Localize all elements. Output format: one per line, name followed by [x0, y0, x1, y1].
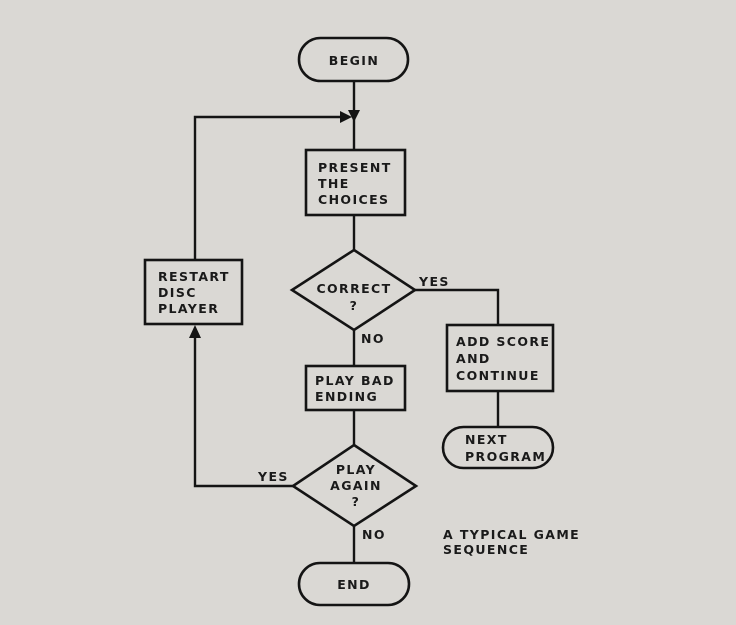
node-present-line-1: PRESENT	[318, 160, 392, 175]
edge-label-correct-no: NO	[361, 331, 385, 346]
node-begin: BEGIN	[297, 36, 410, 83]
process-shape	[304, 364, 407, 412]
node-present-line-3: CHOICES	[318, 192, 389, 207]
figure-caption: A TYPICAL GAME SEQUENCE	[443, 527, 580, 557]
node-begin-label: BEGIN	[329, 53, 379, 68]
terminal-shape	[441, 425, 555, 470]
node-restart-disc-player: RESTART DISC PLAYER	[143, 258, 244, 326]
terminal-shape	[297, 561, 411, 607]
node-next-program: NEXT PROGRAM	[441, 425, 555, 470]
edge-label-again-no: NO	[362, 527, 386, 542]
decision-shape	[289, 248, 418, 332]
node-playagain-line-2: AGAIN	[330, 478, 382, 493]
node-restart-line-3: PLAYER	[158, 301, 219, 316]
process-shape	[445, 323, 555, 393]
node-add-score: ADD SCORE AND CONTINUE	[445, 323, 555, 393]
edge-correct-addscore	[415, 288, 500, 325]
node-nextprogram-line-1: NEXT	[465, 432, 508, 447]
node-addscore-line-1: ADD SCORE	[456, 334, 550, 349]
node-badending-line-2: ENDING	[315, 389, 378, 404]
node-play-again-decision: PLAY AGAIN ?	[290, 443, 419, 528]
node-addscore-line-3: CONTINUE	[456, 368, 540, 383]
caption-line-2: SEQUENCE	[443, 542, 529, 557]
process-shape	[143, 258, 244, 326]
arrowhead-right-icon	[340, 111, 352, 123]
node-correct-line-2: ?	[350, 298, 359, 313]
edge-playagain-restart	[193, 332, 293, 488]
decision-shape	[290, 443, 419, 528]
caption-line-1: A TYPICAL GAME	[443, 527, 580, 542]
node-present-line-2: THE	[318, 176, 350, 191]
node-addscore-line-2: AND	[456, 351, 491, 366]
node-correct-decision: CORRECT ?	[289, 248, 418, 332]
node-end: END	[297, 561, 411, 607]
edge-restart-present	[193, 115, 346, 260]
edge-label-again-yes: YES	[257, 469, 289, 484]
connectors	[189, 81, 500, 563]
node-playagain-line-1: PLAY	[336, 462, 376, 477]
node-playagain-line-3: ?	[352, 494, 361, 509]
node-nextprogram-line-2: PROGRAM	[465, 449, 546, 464]
edge-label-correct-yes: YES	[418, 274, 450, 289]
process-shape	[304, 148, 407, 217]
node-restart-line-2: DISC	[158, 285, 197, 300]
node-restart-line-1: RESTART	[158, 269, 230, 284]
node-play-bad-ending: PLAY BAD ENDING	[304, 364, 407, 412]
node-end-label: END	[337, 577, 371, 592]
terminal-shape	[297, 36, 410, 83]
arrowhead-down-icon	[348, 110, 360, 122]
node-correct-line-1: CORRECT	[316, 281, 391, 296]
node-badending-line-1: PLAY BAD	[315, 373, 395, 388]
arrowhead-up-icon	[189, 325, 201, 338]
node-present-choices: PRESENT THE CHOICES	[304, 148, 407, 217]
